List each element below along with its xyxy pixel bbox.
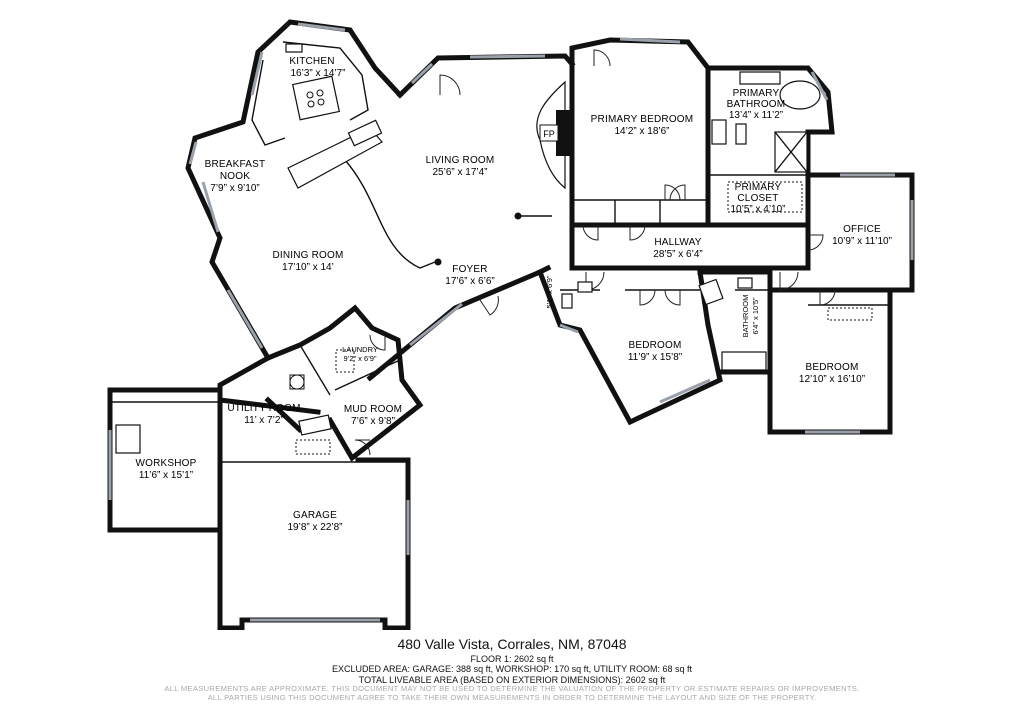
utility-room-name: UTILITY ROOM [227, 403, 300, 414]
hallway-name: HALLWAY [654, 237, 701, 248]
mud-room-name: MUD ROOM [344, 404, 402, 415]
breakfast-nook-dims: 7’9” x 9’10” [210, 183, 259, 194]
office-dims: 10’9” x 11’10” [832, 236, 892, 247]
excluded-area: EXCLUDED AREA: GARAGE: 388 sq ft, WORKSH… [332, 664, 692, 675]
bedroom-2-dims: 12’10” x 16’10” [799, 374, 865, 385]
windows [108, 22, 914, 622]
room-labels: KITCHEN 16’3” x 14’7” BREAKFAST NOOK 7’9… [135, 56, 891, 533]
dining-room-dims: 17’10” x 14’ [282, 262, 334, 273]
exterior-walls [107, 19, 915, 630]
primary-bedroom-dims: 14’2” x 18’6” [614, 126, 669, 137]
living-room-name: LIVING ROOM [426, 155, 495, 166]
bathroom-dims: 6’4” x 10’5” [751, 297, 760, 335]
primary-closet-name: PRIMARY [735, 182, 782, 193]
bedroom-1-dims: 11’9” x 15’8” [628, 352, 682, 363]
living-room-dims: 25’6” x 17’4” [432, 167, 487, 178]
bedroom-1-name: BEDROOM [628, 340, 681, 351]
garage-name: GARAGE [293, 510, 337, 521]
primary-closet-name-2: CLOSET [737, 193, 778, 204]
garage-dims: 19’8” x 22’8” [287, 522, 342, 533]
bathroom-name: BATHROOM [741, 295, 750, 338]
foyer-dims: 17’6” x 6’6” [445, 276, 494, 287]
laundry-name: LAUNDRY [342, 345, 378, 354]
utility-room-dims: 11’ x 7’2” [244, 415, 283, 426]
floor-plan: KITCHEN 16’3” x 14’7” BREAKFAST NOOK 7’9… [107, 19, 915, 630]
kitchen-name: KITCHEN [289, 56, 334, 67]
kitchen-dims: 16’3” x 14’7” [290, 68, 345, 79]
fixtures [115, 41, 873, 455]
mud-room-dims: 7’6” x 9’8” [351, 416, 395, 427]
bedroom-2-name: BEDROOM [805, 362, 858, 373]
floor-area: FLOOR 1: 2602 sq ft [470, 654, 554, 665]
doors [354, 49, 836, 456]
workshop-name: WORKSHOP [135, 458, 196, 469]
foyer-name: FOYER [452, 264, 487, 275]
breakfast-nook-name-2: NOOK [220, 171, 250, 182]
workshop-dims: 11’6” x 15’1” [139, 470, 193, 481]
property-address: 480 Valle Vista, Corrales, NM, 87048 [397, 636, 627, 652]
primary-bathroom-name: PRIMARY [733, 88, 780, 99]
dining-room-name: DINING ROOM [272, 250, 343, 261]
plan-footer: 480 Valle Vista, Corrales, NM, 87048 FLO… [0, 636, 1024, 703]
fireplace-label: FP [543, 129, 555, 139]
interior-lines [110, 159, 890, 463]
breakfast-nook-name: BREAKFAST [205, 159, 266, 170]
half-bath-dims: 5’1” x 6’9” [545, 275, 554, 308]
disclaimer-line-1: ALL MEASUREMENTS ARE APPROXIMATE. THIS D… [164, 684, 860, 694]
laundry-dims: 9’2” x 6’9” [344, 354, 377, 363]
primary-closet-dims: 10’5” x 4’10” [730, 204, 785, 215]
primary-bathroom-name-2: BATHROOM [727, 99, 786, 110]
disclaimer-line-2: ALL PARTIES USING THIS DOCUMENT AGREE TO… [207, 692, 817, 702]
primary-bedroom-name: PRIMARY BEDROOM [591, 114, 694, 125]
total-liveable-area: TOTAL LIVEABLE AREA (BASED ON EXTERIOR D… [358, 674, 666, 685]
primary-bathroom-dims: 13’4” x 11’2” [729, 110, 783, 121]
hallway-dims: 28’5” x 6’4” [653, 249, 702, 260]
office-name: OFFICE [843, 224, 881, 235]
